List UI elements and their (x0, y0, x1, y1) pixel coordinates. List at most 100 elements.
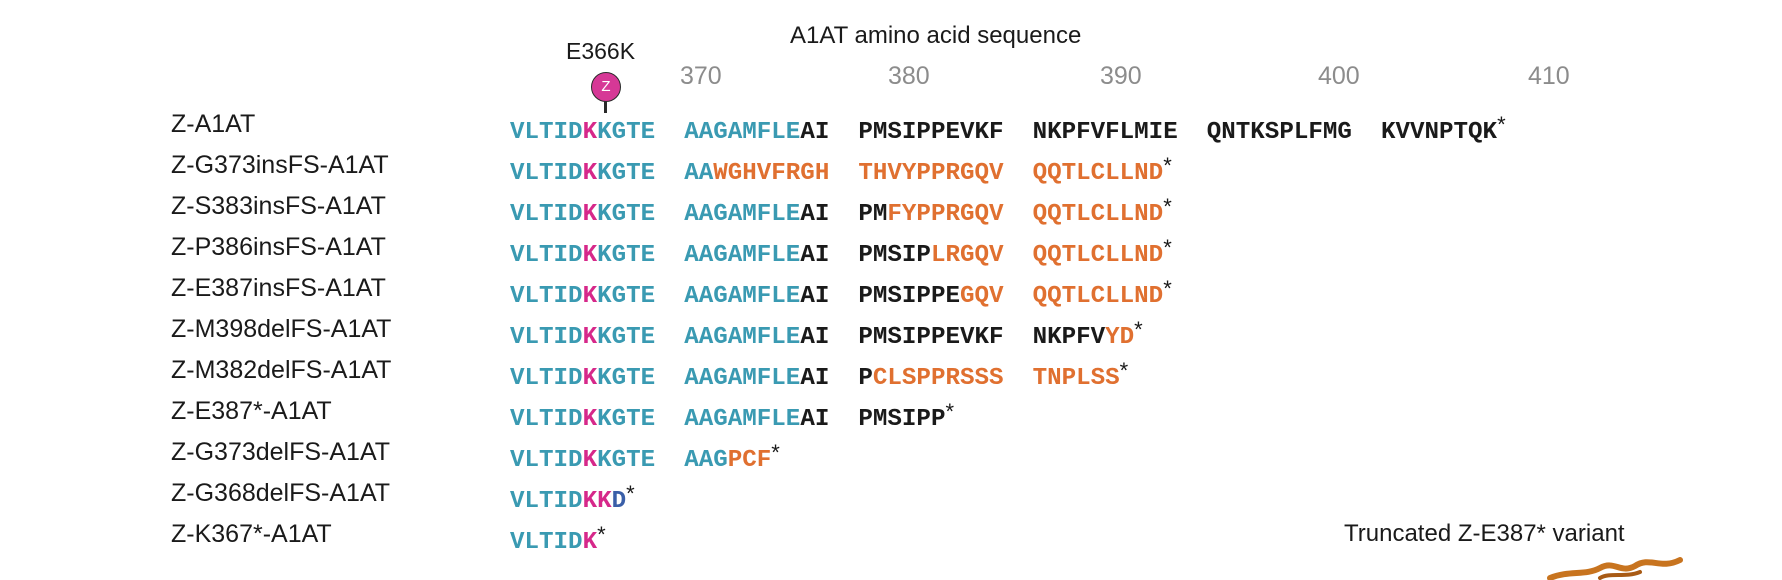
sequence-segment: K (582, 283, 598, 310)
sequence-segment: VLTID (510, 119, 583, 146)
sequence-segment: AI (800, 324, 859, 351)
stop-codon-mark: * (597, 522, 606, 547)
sequence-segment: TNPLSS (1032, 365, 1120, 392)
sequence-segment: VLTID (510, 447, 583, 474)
sequence-segment: K (582, 365, 598, 392)
position-tick-label: 370 (680, 62, 722, 90)
sequence-segment: AAG (684, 447, 728, 474)
stop-codon-mark: * (771, 440, 780, 465)
sequence-segment: VLTID (510, 406, 583, 433)
variant-label: Z-K367*-A1AT (171, 520, 332, 548)
sequence-segment: AI (800, 119, 859, 146)
sequence-segment: AAGAMFLE (684, 201, 801, 228)
sequence-segment: AI (800, 201, 859, 228)
sequence-segment: K (582, 447, 598, 474)
sequence-segment: K (582, 160, 598, 187)
sequence-segment: K (582, 324, 598, 351)
variant-label: Z-A1AT (171, 110, 256, 138)
sequence-segment: K (582, 242, 598, 269)
sequence-segment: AI (800, 283, 859, 310)
position-tick-label: 410 (1528, 62, 1570, 90)
sequence-segment: KGTE (597, 365, 685, 392)
variant-sequence: VLTIDKKGTE AAGAMFLEAI PMSIPPEVKF NKPFVFL… (510, 112, 1506, 146)
sequence-segment: QQTLCLLND (1032, 283, 1164, 310)
variant-sequence: VLTIDKKGTE AAGAMFLEAI PCLSPPRSSS TNPLSS* (510, 358, 1128, 392)
variant-label: Z-M382delFS-A1AT (171, 356, 392, 384)
sequence-segment: AAGAMFLE (684, 324, 801, 351)
mutation-label: E366K (566, 38, 636, 64)
sequence-segment: NKPFV (1032, 324, 1106, 351)
sequence-segment: VLTID (510, 529, 583, 556)
sequence-segment: QNTKSPLFMG (1206, 119, 1381, 146)
sequence-segment: AAGAMFLE (684, 283, 801, 310)
sequence-segment: KGTE (597, 119, 685, 146)
sequence-segment: AI (800, 406, 859, 433)
sequence-segment: LRGQV (930, 242, 1033, 269)
sequence-segment: QQTLCLLND (1032, 201, 1164, 228)
sequence-segment: PCF (727, 447, 772, 474)
variant-sequence: VLTIDKKD* (510, 481, 635, 515)
sequence-segment: AAGAMFLE (684, 242, 801, 269)
sequence-segment: KGTE (597, 160, 685, 187)
sequence-segment: PMSIPPEVKF (858, 324, 1033, 351)
variant-sequence: VLTIDKKGTE AAGAMFLEAI PMSIPP* (510, 399, 954, 433)
figure-title: A1AT amino acid sequence (790, 22, 1082, 49)
sequence-segment: VLTID (510, 488, 583, 515)
stop-codon-mark: * (626, 481, 635, 506)
stop-codon-mark: * (1134, 317, 1143, 342)
sequence-segment: AAGAMFLE (684, 365, 801, 392)
sequence-segment: KK (582, 488, 612, 515)
sequence-segment: NKPFVFLMIE (1032, 119, 1207, 146)
sequence-segment: VLTID (510, 160, 583, 187)
variant-sequence: VLTIDKKGTE AAGAMFLEAI PMSIPLRGQV QQTLCLL… (510, 235, 1172, 269)
sequence-segment: YD (1105, 324, 1135, 351)
sequence-segment: D (611, 488, 627, 515)
sequence-segment: PMSIPPE (858, 283, 960, 310)
variant-sequence: VLTIDK* (510, 522, 606, 556)
sequence-segment: K (582, 201, 598, 228)
sequence-segment: KGTE (597, 324, 685, 351)
sequence-segment: KGTE (597, 447, 685, 474)
sequence-segment: AA (684, 160, 714, 187)
sequence-segment: WGHVFRGH (713, 160, 859, 187)
sequence-segment: VLTID (510, 365, 583, 392)
variant-sequence: VLTIDKKGTE AAGPCF* (510, 440, 780, 474)
variant-label: Z-G368delFS-A1AT (171, 479, 391, 507)
sequence-segment: KGTE (597, 283, 685, 310)
sequence-segment: AI (800, 242, 859, 269)
sequence-segment: KGTE (597, 201, 685, 228)
sequence-segment: VLTID (510, 201, 583, 228)
sequence-segment: PM (858, 201, 888, 228)
variant-label: Z-E387insFS-A1AT (171, 274, 386, 302)
sequence-segment: KGTE (597, 406, 685, 433)
sequence-segment: P (858, 365, 873, 392)
variant-label: Z-S383insFS-A1AT (171, 192, 386, 220)
position-tick-label: 380 (888, 62, 930, 90)
stop-codon-mark: * (1163, 153, 1172, 178)
sequence-segment: PMSIPP (858, 406, 946, 433)
sequence-segment: FYPPRGQV (887, 201, 1033, 228)
variant-sequence: VLTIDKKGTE AAGAMFLEAI PMSIPPEGQV QQTLCLL… (510, 276, 1172, 310)
sequence-segment: AAGAMFLE (684, 119, 801, 146)
variant-sequence: VLTIDKKGTE AAGAMFLEAI PMSIPPEVKF NKPFVYD… (510, 317, 1143, 351)
stop-codon-mark: * (1497, 112, 1506, 137)
sequence-segment: VLTID (510, 283, 583, 310)
stop-codon-mark: * (945, 399, 955, 424)
sequence-segment: GQV (959, 283, 1033, 310)
protein-structure-image (1547, 557, 1683, 580)
variant-label: Z-P386insFS-A1AT (171, 233, 386, 261)
variant-label: Z-G373insFS-A1AT (171, 151, 389, 179)
sequence-segment: VLTID (510, 242, 583, 269)
sequence-segment: K (582, 406, 598, 433)
inset-title: Truncated Z-E387* variant (1344, 520, 1625, 547)
position-tick-label: 390 (1100, 62, 1142, 90)
z-mutation-pin-stem (604, 101, 607, 113)
variant-label: Z-M398delFS-A1AT (171, 315, 392, 343)
stop-codon-mark: * (1119, 358, 1129, 383)
sequence-segment: K (582, 119, 598, 146)
sequence-segment: CLSPPRSSS (872, 365, 1033, 392)
position-tick-label: 400 (1318, 62, 1360, 90)
stop-codon-mark: * (1163, 276, 1172, 301)
sequence-segment: AI (800, 365, 859, 392)
sequence-segment: K (582, 529, 598, 556)
